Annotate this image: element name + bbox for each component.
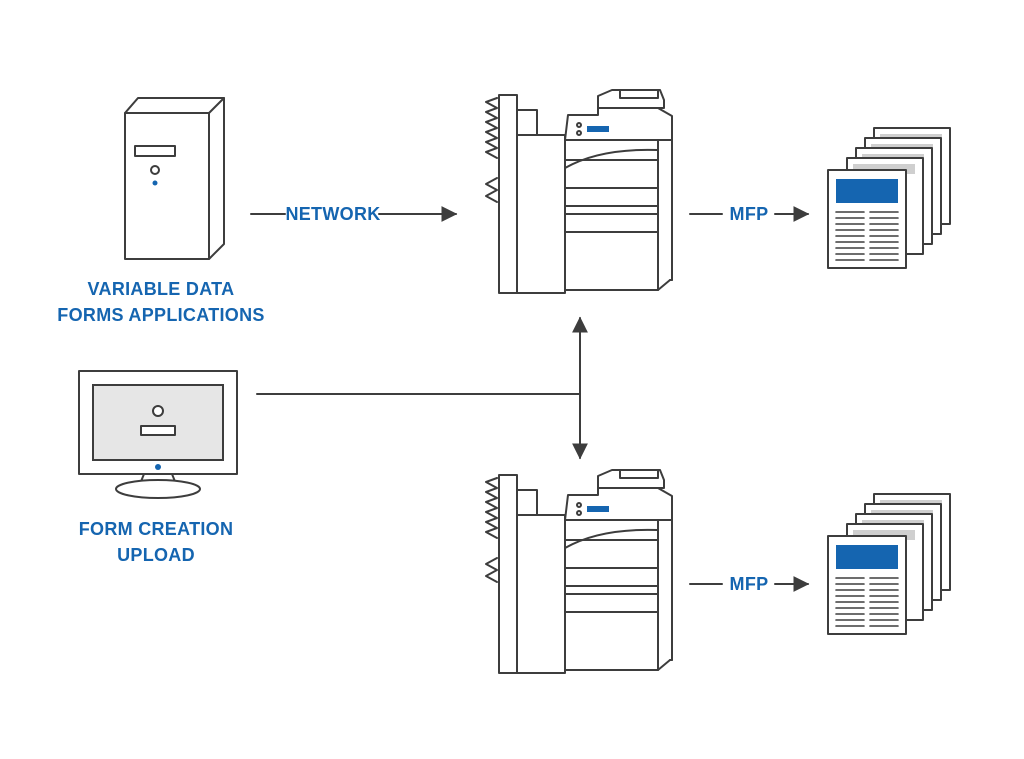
printer-icon-bottom [485,469,673,674]
server-icon [124,97,225,260]
mfp-label-bottom: MFP [730,574,769,594]
server-label-line2: FORMS APPLICATIONS [57,305,264,325]
monitor-icon [78,370,238,499]
documents-icon-bottom [827,493,951,635]
monitor-label-line2: UPLOAD [117,545,195,565]
monitor-label-line1: FORM CREATION [79,519,234,539]
mfp-label-top: MFP [730,204,769,224]
documents-icon-top [827,127,951,269]
printer-icon-top [485,89,673,294]
server-label-line1: VARIABLE DATA [88,279,235,299]
network-label: NETWORK [285,204,380,224]
